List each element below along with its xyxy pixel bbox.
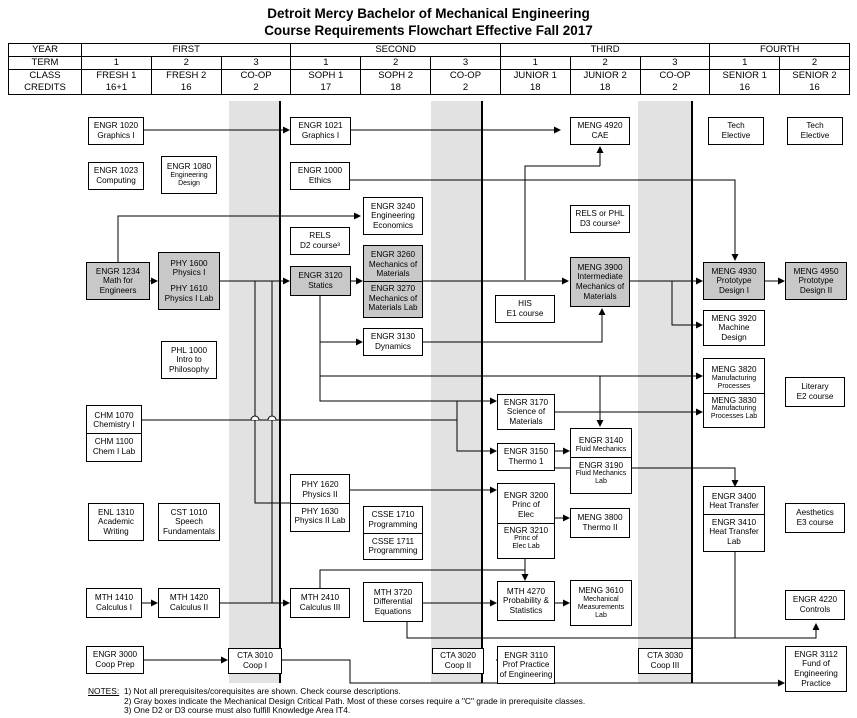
notes-label: NOTES:: [88, 686, 120, 696]
coop-band-second: [431, 101, 482, 683]
notes: NOTES: 1) Not all prerequisites/corequis…: [88, 686, 586, 716]
note-2: 2) Gray boxes indicate the Mechanical De…: [124, 695, 586, 706]
coop-band-third: [638, 101, 692, 683]
note-3: 3) One D2 or D3 course must also fulfill…: [124, 705, 351, 716]
page-title: Detroit Mercy Bachelor of Mechanical Eng…: [267, 6, 590, 21]
page-subtitle: Course Requirements Flowchart Effective …: [264, 23, 593, 38]
schedule-header: YEAR FIRST SECOND THIRD FOURTH TERM 1 2 …: [8, 43, 850, 95]
prerequisite-arrows: [117, 126, 820, 687]
note-1: 1) Not all prerequisites/corequisites ar…: [123, 686, 401, 696]
